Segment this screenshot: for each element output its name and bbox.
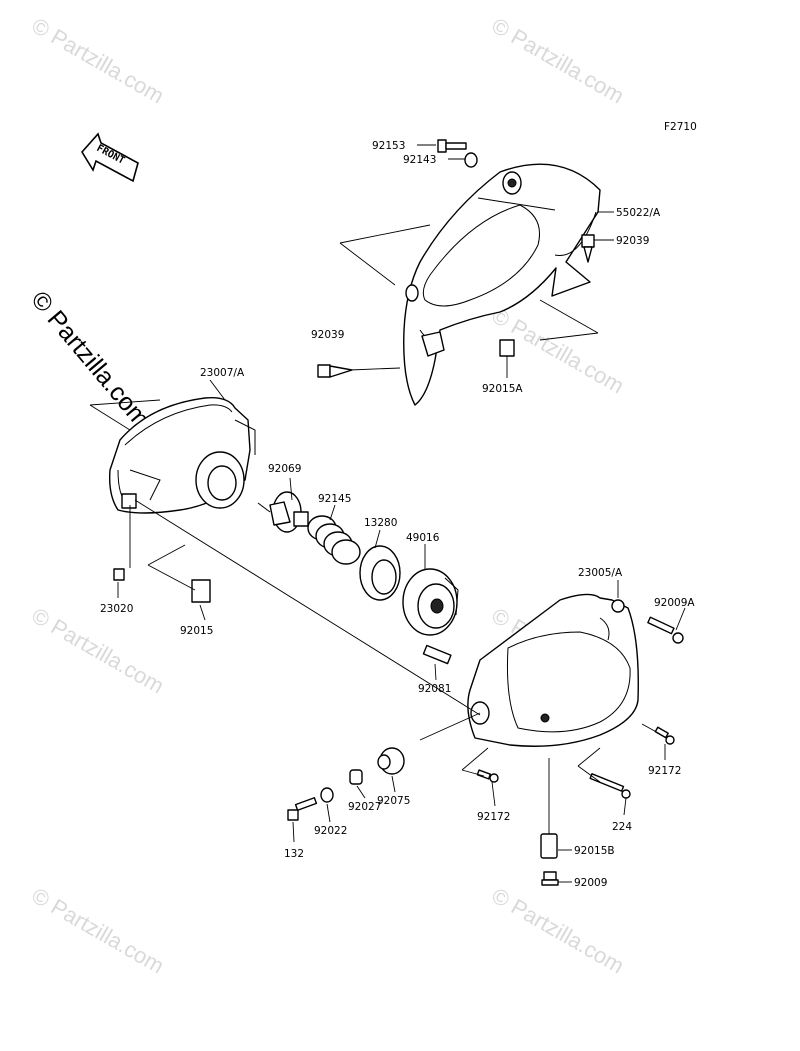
leader-lines [89, 144, 686, 883]
callout-label: 92009A [654, 597, 695, 609]
washer-92022 [320, 787, 334, 803]
headlight-lens-part [108, 397, 256, 514]
figure-code: F2710 [664, 121, 697, 133]
grommet-92075 [377, 747, 405, 775]
callout-label: 23020 [100, 603, 133, 615]
screw-92009 [541, 871, 559, 886]
callout-label: 92075 [377, 795, 410, 807]
collar-92027 [349, 769, 363, 785]
bolt-132 [287, 797, 318, 821]
callout-label: 224 [612, 821, 632, 833]
callout-label: 92143 [403, 154, 436, 166]
retainer-ring-part [359, 545, 401, 601]
callout-label: 13280 [364, 517, 397, 529]
watermark: © Partzilla.com [488, 13, 629, 109]
hardware-parts [113, 139, 684, 886]
nut-92015A [499, 339, 515, 357]
callout-label: 55022/A [616, 207, 661, 219]
callout-label: 92015A [482, 383, 523, 395]
callout-label: 92027 [348, 801, 381, 813]
bolt-92153 [437, 139, 467, 153]
callout-label: 92145 [318, 493, 351, 505]
callout-label: 92172 [477, 811, 510, 823]
nut-92015 [191, 579, 211, 603]
callout-labels: 92153 92143 55022/A 92039 92039 92015A 2… [100, 140, 695, 889]
screw-92172-center [476, 769, 499, 783]
callout-label: 23007/A [200, 367, 245, 379]
bolt-92009A [647, 616, 684, 644]
part-224 [589, 773, 631, 799]
front-arrow-icon: FRONT [81, 132, 139, 183]
watermark: © Partzilla.com [28, 13, 169, 109]
watermark: © Partzilla.com [488, 883, 629, 979]
callout-label: 92015B [574, 845, 615, 857]
callout-label: 92022 [314, 825, 347, 837]
callout-label: 92039 [616, 235, 649, 247]
part-23020 [113, 568, 125, 581]
cowl-cover-part [403, 163, 601, 406]
spring-part [307, 515, 361, 565]
headlight-case-part [467, 593, 639, 747]
callout-label: 92009 [574, 877, 607, 889]
callout-label: 49016 [406, 532, 440, 544]
callout-label: 92015 [180, 625, 213, 637]
callout-label: 132 [284, 848, 304, 860]
callout-label: 92039 [311, 329, 344, 341]
washer-92143 [464, 152, 478, 168]
spring-92081 [422, 644, 452, 665]
callout-label: 92081 [418, 683, 451, 695]
clip-92039-left [317, 364, 353, 378]
callout-label: 92172 [648, 765, 681, 777]
callout-label: 92069 [268, 463, 301, 475]
bulb-cover-part [402, 568, 459, 636]
watermark: © Partzilla.com [28, 883, 169, 979]
collar-92015B [540, 833, 558, 859]
callout-label: 23005/A [578, 567, 623, 579]
side-watermark: © Partzilla.com [25, 286, 155, 433]
clip-92039-right [581, 234, 595, 263]
callout-label: 92153 [372, 140, 405, 152]
screw-92172-right [654, 726, 675, 745]
watermark: © Partzilla.com [28, 603, 169, 699]
headlight-bulb-part [257, 491, 309, 533]
